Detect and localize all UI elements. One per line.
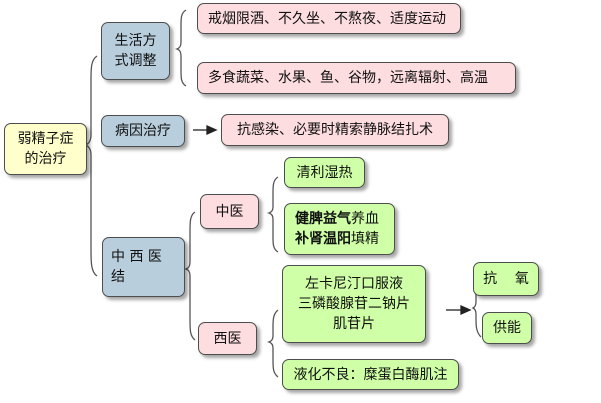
category-etiology: 病因治疗 (101, 115, 185, 147)
effect-antioxidant: 抗 氧 (473, 262, 539, 296)
effect-antioxidant-text: 抗 氧 (483, 271, 529, 287)
category-lifestyle-line2: 式调整 (114, 53, 157, 69)
tcm-item-dampness: 清利湿热 (284, 157, 365, 188)
tcm-item-tonify: 健脾益气养血 补肾温阳填精 (284, 203, 395, 255)
lifestyle-item-diet-text: 多食蔬菜、水果、鱼、谷物，远离辐射、高温 (208, 70, 488, 86)
tcm-label: 中医 (215, 203, 244, 220)
western-label: 西医 (213, 330, 242, 347)
root-label-line1: 弱精子症 (17, 131, 74, 147)
western-drug-levocarnitine: 左卡尼汀口服液 (305, 276, 403, 292)
tcm-item-tonify-bold2: 补肾温阳 (295, 231, 351, 247)
western-drug-inosine: 肌苷片 (333, 316, 375, 332)
tcm-item-tonify-line1: 健脾益气养血 (295, 209, 379, 229)
western-liquefaction-text: 液化不良：糜蛋白酶肌注 (293, 366, 448, 383)
lifestyle-item-habits: 戒烟限酒、不久坐、不熬夜、适度运动 (197, 3, 461, 34)
tcm-item-tonify-bold1: 健脾益气 (295, 211, 351, 227)
etiology-item: 抗感染、必要时精索静脉结扎术 (221, 114, 449, 146)
root-label-line2: 的治疗 (24, 151, 67, 167)
western-liquefaction: 液化不良：糜蛋白酶肌注 (282, 359, 459, 390)
etiology-item-text: 抗感染、必要时精索静脉结扎术 (237, 122, 433, 138)
effect-energy: 供能 (482, 312, 532, 344)
western-node: 西医 (198, 322, 257, 355)
effect-energy-text: 供能 (493, 320, 521, 336)
western-drugs: 左卡尼汀口服液 三磷酸腺苷二钠片 肌苷片 (282, 265, 426, 343)
category-integrated: 中 西 医 结 (102, 237, 185, 297)
category-integrated-line2: 结 (111, 269, 125, 285)
root-node: 弱精子症 的治疗 (4, 123, 87, 175)
category-lifestyle: 生活方 式调整 (101, 22, 170, 80)
category-integrated-line1: 中 西 医 (111, 249, 162, 265)
lifestyle-item-diet: 多食蔬菜、水果、鱼、谷物，远离辐射、高温 (197, 62, 516, 94)
category-lifestyle-line1: 生活方 (114, 33, 157, 49)
western-drug-atp: 三磷酸腺苷二钠片 (298, 296, 410, 312)
tcm-item-tonify-rest1: 养血 (351, 211, 379, 227)
lifestyle-item-habits-text: 戒烟限酒、不久坐、不熬夜、适度运动 (208, 10, 446, 27)
tcm-item-tonify-rest2: 填精 (351, 231, 379, 247)
tcm-item-dampness-text: 清利湿热 (296, 164, 353, 181)
tcm-node: 中医 (200, 194, 259, 229)
category-etiology-label: 病因治疗 (115, 123, 171, 139)
tcm-item-tonify-line2: 补肾温阳填精 (295, 229, 379, 249)
